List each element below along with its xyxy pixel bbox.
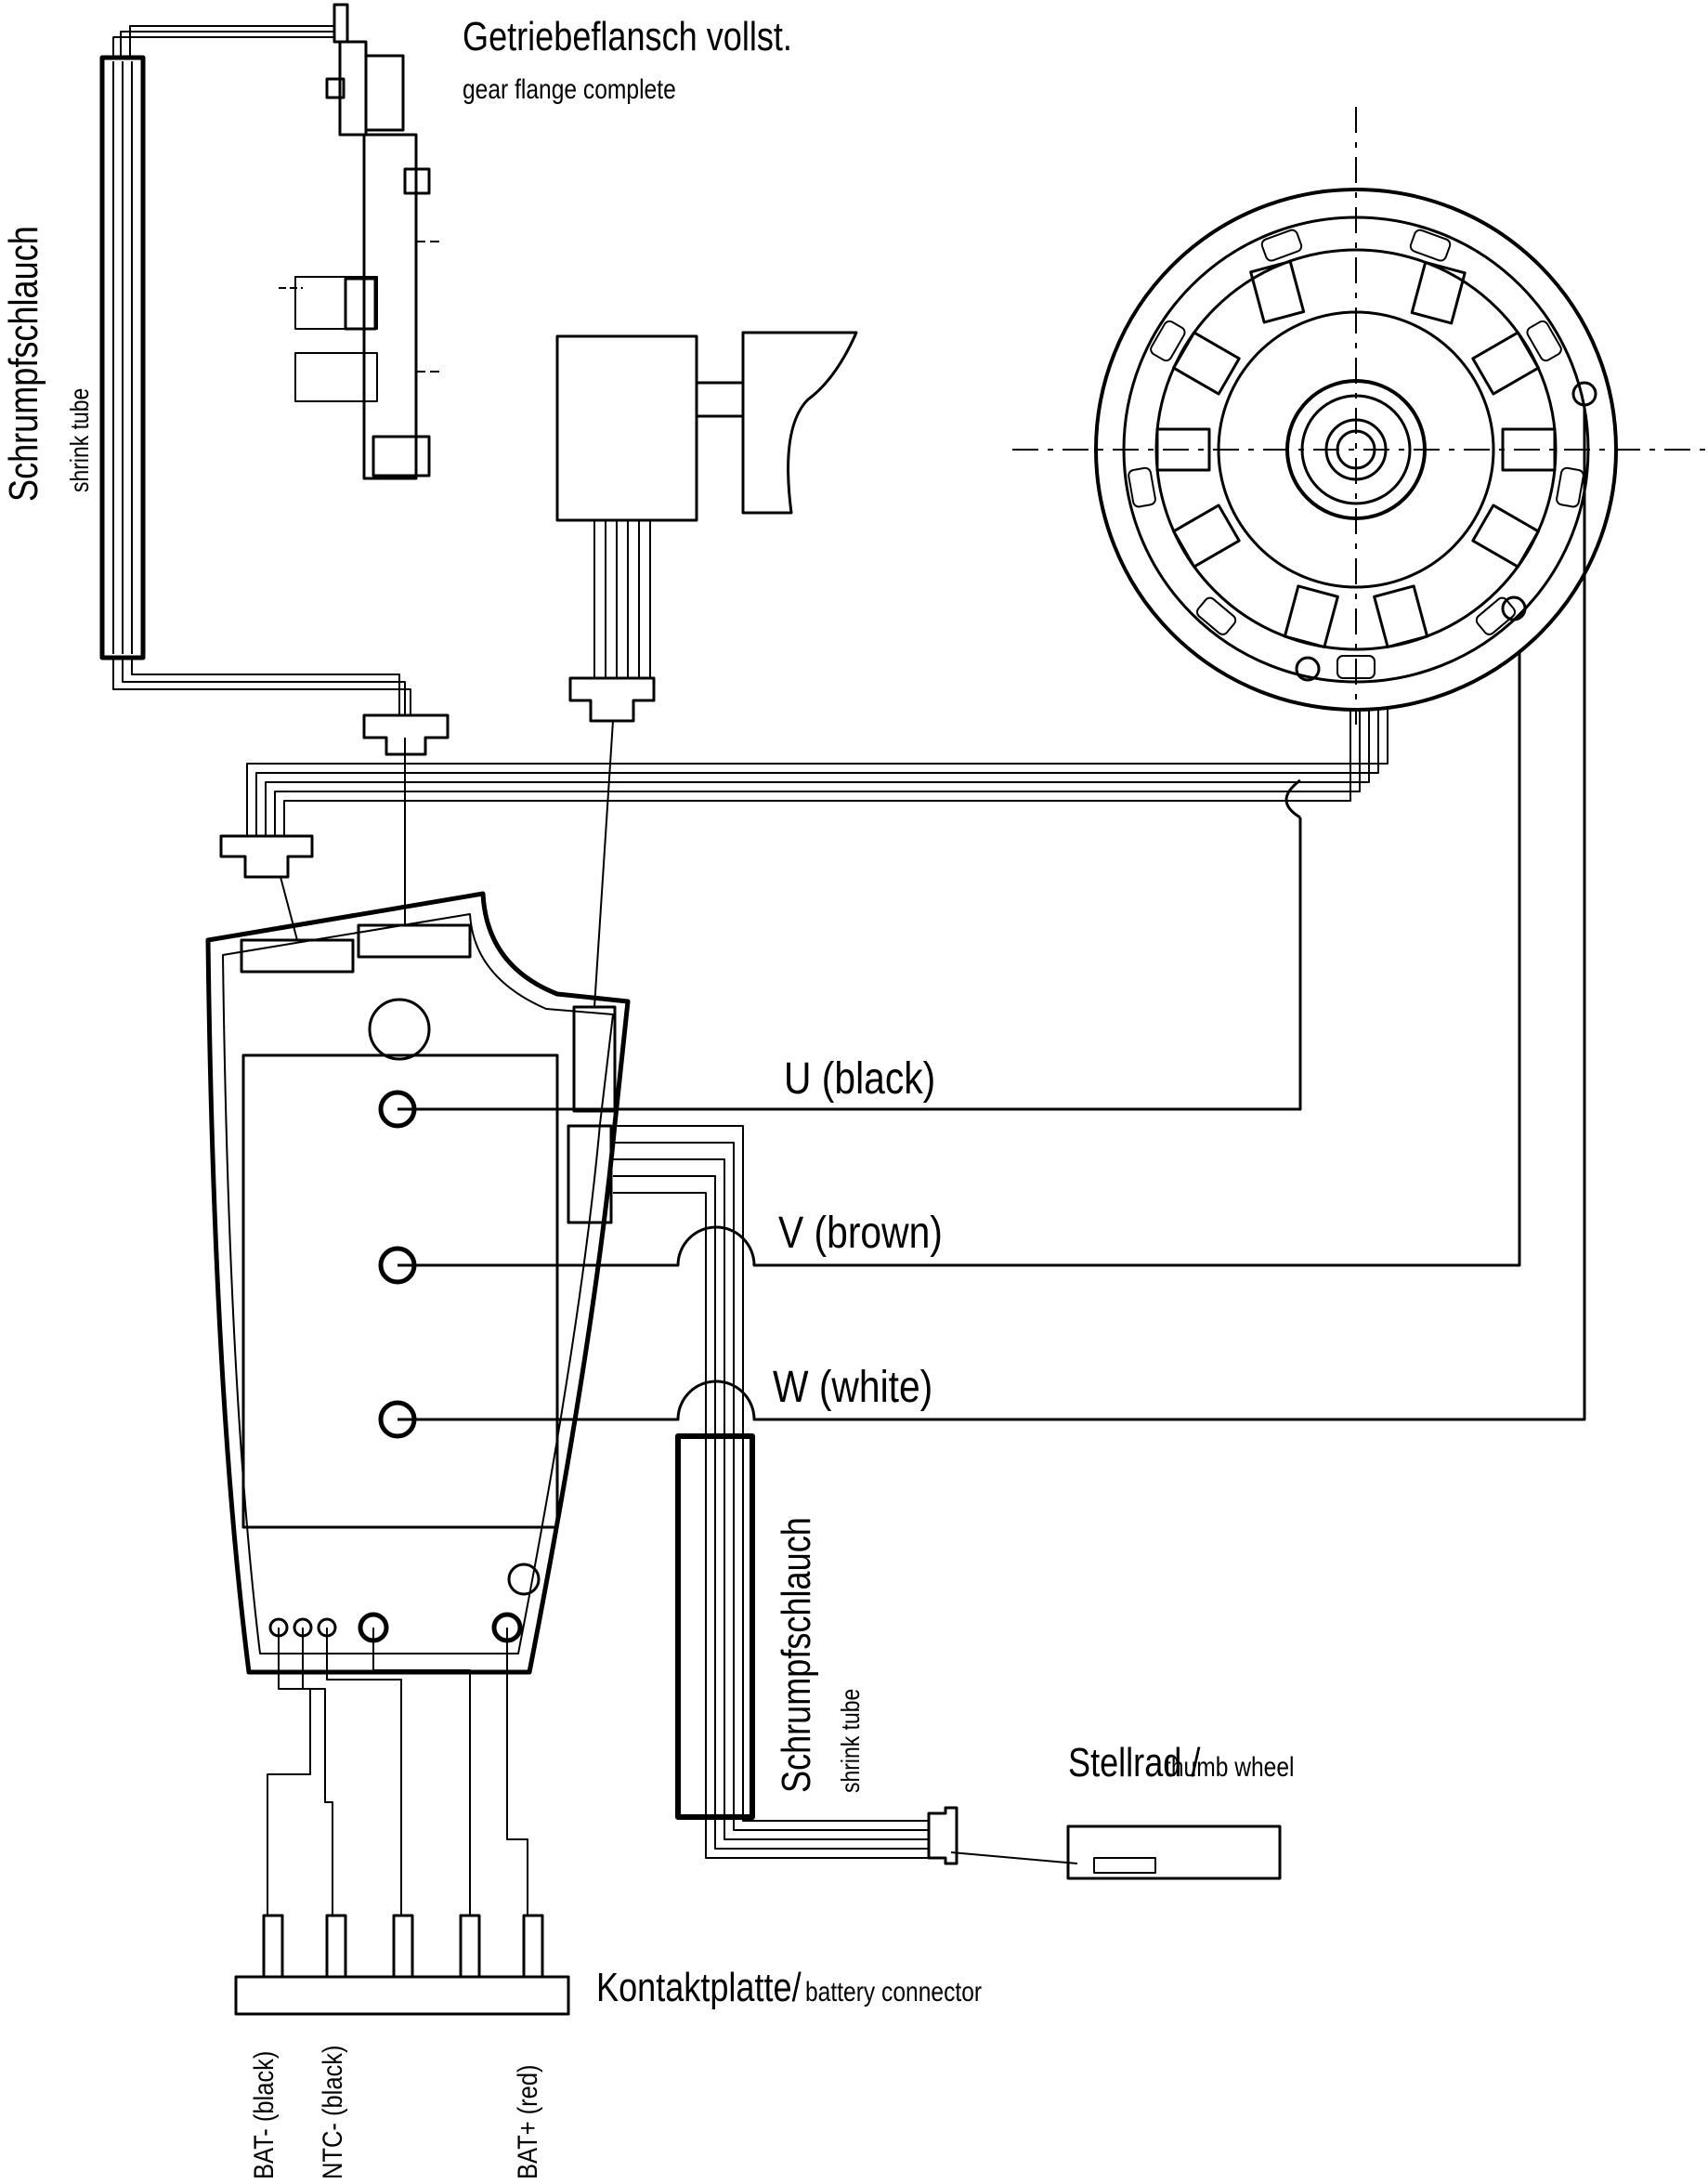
connector-switch (568, 676, 656, 723)
thumb-wheel-label: Stellrad / thumb wheel (1068, 1743, 1323, 1784)
phase-v-label: V (brown) (778, 1209, 943, 1258)
shrink-tube-label-2: Schrumpfschlauch (774, 1517, 819, 1793)
shrink-tube-sublabel-2: shrink tube (836, 1688, 865, 1793)
thumbwheel-wires (613, 1125, 929, 1859)
phase-wires (398, 409, 1586, 1421)
phase-w-label: W (white) (773, 1363, 933, 1412)
phase-u-label: U (black) (784, 1054, 936, 1104)
board-leads (280, 720, 614, 1008)
shrink-tube-sublabel-1: shrink tube (65, 387, 94, 492)
thumb-wheel-label-en: thumb wheel (1164, 1752, 1295, 1783)
battery-connector-label: Kontaktplatte/battery connector (596, 1968, 1021, 2008)
gear-flange-wires (112, 25, 411, 715)
hall-sensor-wires (246, 710, 1389, 836)
battery-wires (267, 1628, 528, 1916)
shrink-tube-middle (675, 1433, 755, 1820)
connector-hall (219, 834, 314, 879)
shrink-tube-label-1: Schrumpfschlauch (1, 226, 46, 503)
connector-thumbwheel (927, 1806, 958, 1865)
motor (1012, 107, 1708, 725)
gear-flange (279, 3, 444, 480)
battery-connector-label-de: Kontaktplatte/ (596, 1965, 802, 2010)
shrink-tube-top-left (99, 55, 146, 660)
pin-ntc-minus-label: NTC- (black) (318, 2045, 348, 2180)
gear-flange-label: Getriebeflansch vollst. (463, 14, 792, 59)
thumb-wheel-label-de: Stellrad / (1068, 1740, 1201, 1785)
gear-flange-sublabel: gear flange complete (463, 74, 676, 105)
connector-flange (362, 713, 450, 756)
battery-connector-label-en: battery connector (805, 1977, 983, 2007)
pin-bat-plus-label: BAT+ (red) (513, 2064, 543, 2179)
thumb-wheel (1066, 1824, 1282, 1880)
battery-connector (234, 1914, 570, 2016)
electronics-board (205, 891, 631, 1675)
trigger-switch (555, 331, 858, 679)
pin-bat-minus-label: BAT- (black) (249, 2050, 280, 2179)
